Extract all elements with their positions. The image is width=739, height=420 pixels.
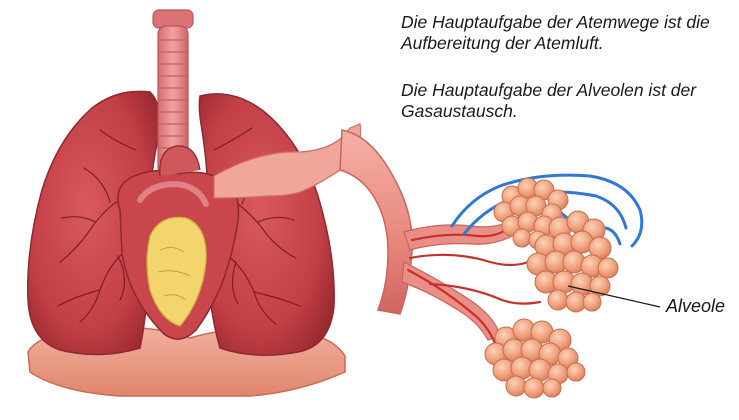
alveoli-cluster-bottom bbox=[485, 319, 585, 398]
alveole-label: Alveole bbox=[666, 296, 725, 317]
caption-alveoli: Die Hauptaufgabe der Alveolen ist der Ga… bbox=[401, 80, 739, 122]
caption-airways: Die Hauptaufgabe der Atemwege ist die Au… bbox=[401, 12, 739, 54]
bronchus-branch bbox=[340, 130, 412, 314]
